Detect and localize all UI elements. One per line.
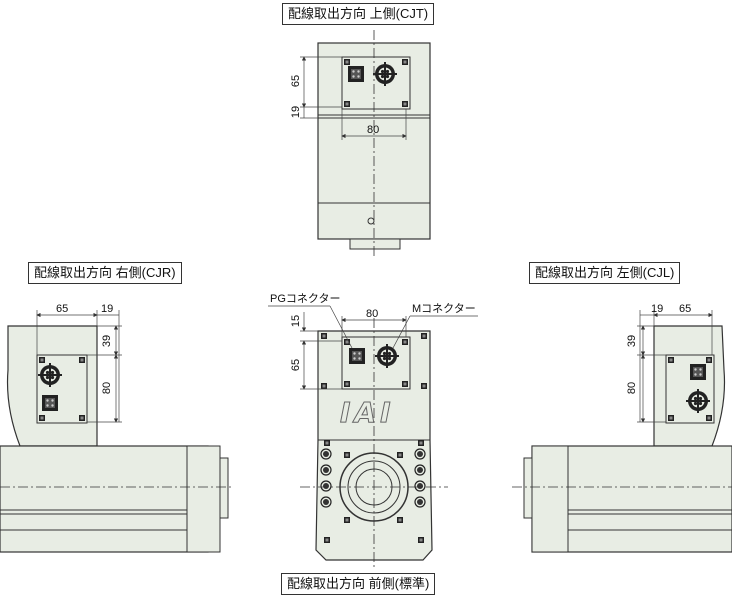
left-dim-80: 80 bbox=[626, 381, 639, 395]
left-dim-65: 65 bbox=[679, 303, 692, 315]
right-pg-connector bbox=[42, 395, 58, 411]
right-view-body-lower bbox=[0, 445, 209, 553]
top-dim-19: 19 bbox=[290, 105, 303, 119]
left-dim-19: 19 bbox=[651, 303, 664, 315]
top-view-connector-plate bbox=[341, 56, 411, 110]
front-dim-15: 15 bbox=[290, 314, 303, 328]
left-view-title: 配線取出方向 左側(CJL) bbox=[529, 262, 681, 284]
front-view-title: 配線取出方向 前側(標準) bbox=[281, 573, 436, 595]
iai-logo: IAI bbox=[340, 396, 395, 429]
top-view-shaft bbox=[349, 238, 401, 250]
front-pg-connector bbox=[349, 348, 365, 364]
top-pg-connector bbox=[348, 66, 364, 82]
right-view bbox=[0, 310, 232, 553]
right-view-shaft bbox=[219, 457, 229, 519]
right-dim-19: 19 bbox=[101, 303, 114, 315]
left-pg-connector bbox=[690, 364, 706, 380]
top-dim-80: 80 bbox=[367, 124, 380, 136]
right-view-connector-plate bbox=[36, 354, 88, 424]
front-dim-80: 80 bbox=[366, 308, 379, 320]
left-dim-39: 39 bbox=[626, 334, 639, 348]
pg-connector-label: PGコネクター bbox=[270, 293, 341, 305]
top-view bbox=[300, 30, 431, 256]
right-dim-65: 65 bbox=[56, 303, 69, 315]
right-dim-39: 39 bbox=[101, 334, 114, 348]
front-view bbox=[268, 305, 478, 570]
front-dim-65: 65 bbox=[290, 358, 303, 372]
right-view-title: 配線取出方向 右側(CJR) bbox=[28, 262, 182, 284]
left-view bbox=[512, 310, 732, 553]
right-dim-80: 80 bbox=[101, 381, 114, 395]
top-dim-65: 65 bbox=[290, 74, 303, 88]
top-view-title: 配線取出方向 上側(CJT) bbox=[282, 3, 435, 25]
m-connector-label: Mコネクター bbox=[412, 303, 476, 315]
left-view-shaft bbox=[523, 457, 533, 519]
